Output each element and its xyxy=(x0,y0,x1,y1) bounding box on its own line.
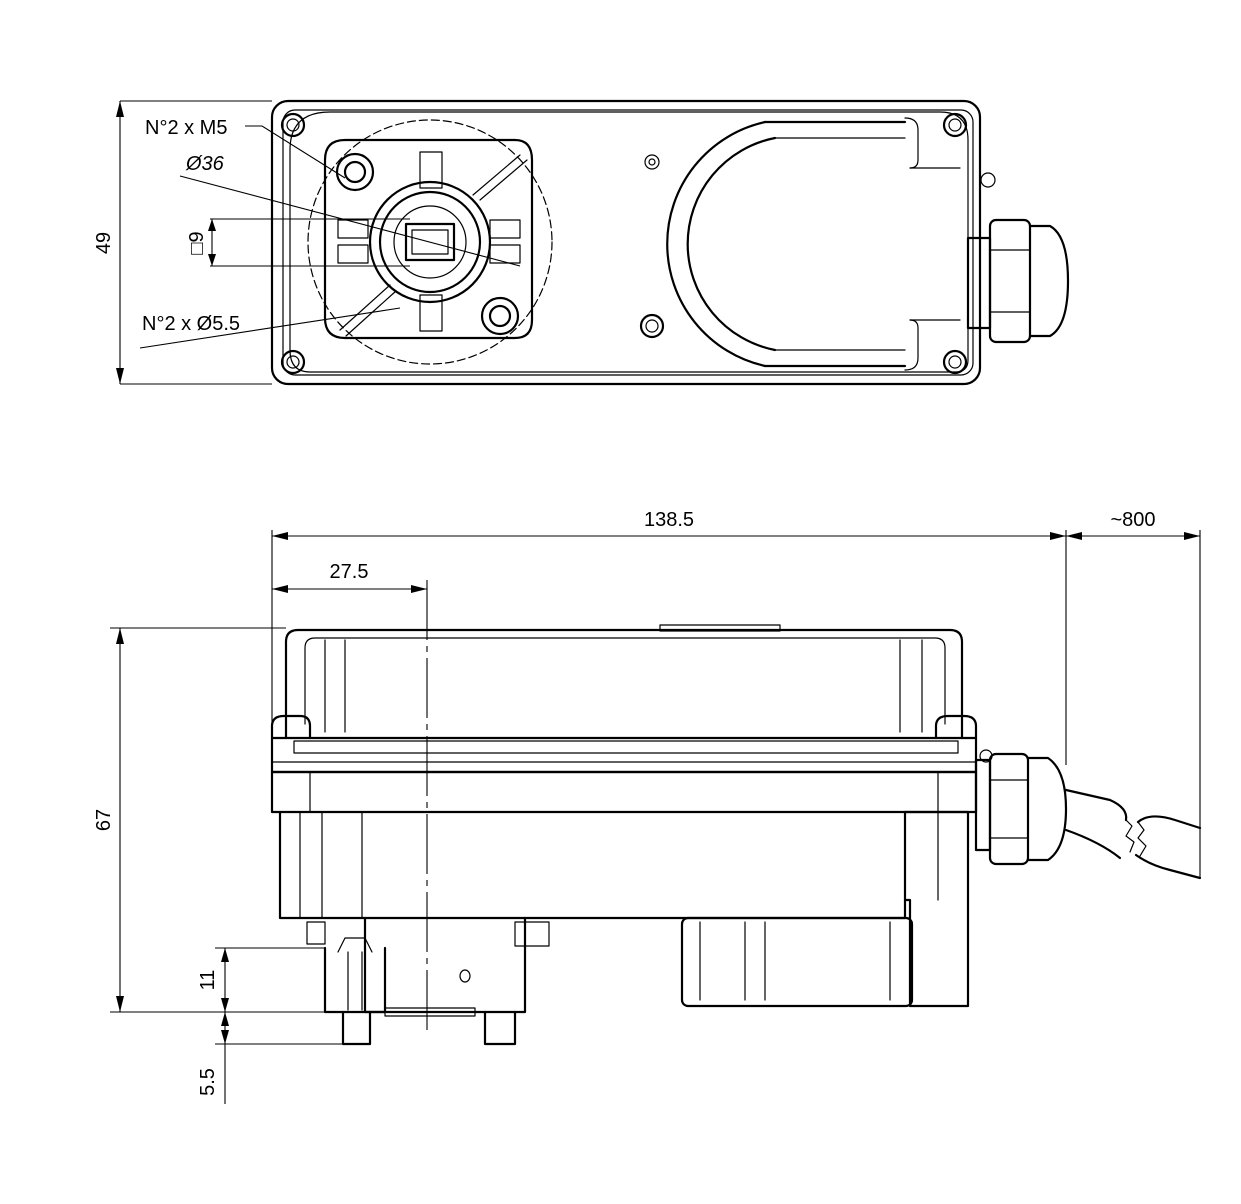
dim-height-top: 49 xyxy=(93,232,115,254)
bolt-icon xyxy=(480,296,520,336)
screw-icon xyxy=(639,313,665,339)
corner-screw-icon xyxy=(280,112,968,375)
dim-length: 138.5 xyxy=(644,509,694,531)
cable-gland-side xyxy=(974,749,1068,866)
top-housing-outline xyxy=(270,99,982,386)
dim-height-side: 67 xyxy=(93,809,115,831)
screw-icon xyxy=(644,154,660,170)
dim-tip: 5.5 xyxy=(197,1068,219,1096)
label-bolts: N°2 x M5 xyxy=(145,117,227,139)
cable xyxy=(1064,788,1202,880)
dim-square: □9 xyxy=(186,231,208,254)
mounting-bracket xyxy=(307,119,553,365)
label-holes: N°2 x Ø5.5 xyxy=(142,313,240,335)
dim-offset: 27.5 xyxy=(330,561,369,583)
label-diameter: Ø36 xyxy=(185,153,225,175)
top-housing-inner xyxy=(282,109,974,376)
shaft-adapter xyxy=(306,916,550,1046)
position-indicator xyxy=(666,117,961,371)
dim-shaft: 11 xyxy=(197,970,219,991)
bolt-icon xyxy=(335,152,375,192)
top-view: 49 □9 N°2 x M5 Ø36 N°2 x Ø5.5 xyxy=(93,99,1070,386)
dim-cable: ~800 xyxy=(1110,509,1155,531)
side-view: 138.5 ~800 27.5 67 11 5.5 xyxy=(93,509,1202,1104)
cable-gland xyxy=(966,172,1070,344)
